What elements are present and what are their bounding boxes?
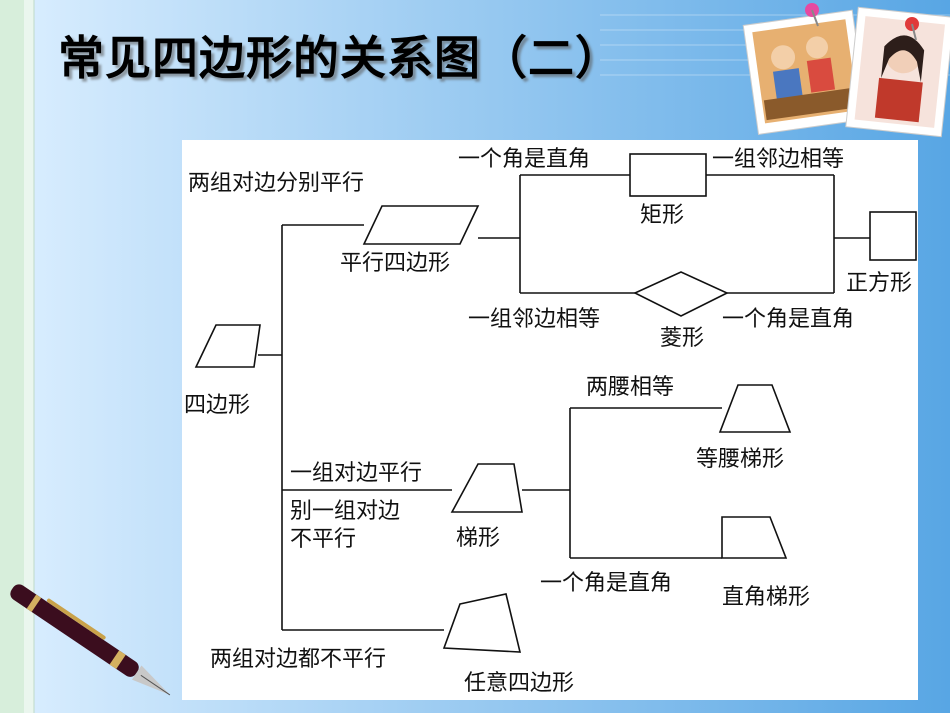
rectangle-shape — [629, 153, 707, 197]
pen-decoration — [10, 584, 171, 696]
label-other-pair-line2: 不平行 — [290, 527, 356, 552]
label-isosceles-trapezoid: 等腰梯形 — [696, 447, 784, 472]
label-two-pairs-parallel: 两组对边分别平行 — [188, 171, 364, 196]
parallelogram-shape — [362, 205, 480, 245]
label-one-right-angle-trap: 一个角是直角 — [540, 571, 672, 596]
diagram-panel: 两组对边分别平行 平行四边形 一个角是直角 矩形 一组邻边相等 正方形 一组邻边… — [182, 140, 918, 700]
label-adjacent-equal-top: 一组邻边相等 — [712, 147, 844, 172]
trapezoid-shape — [450, 463, 523, 513]
label-adjacent-equal-bottom: 一组邻边相等 — [468, 307, 600, 332]
rhombus-shape — [633, 271, 729, 317]
right-trapezoid-shape — [721, 516, 788, 559]
label-no-pair-parallel: 两组对边都不平行 — [210, 647, 386, 672]
page-title: 常见四边形的关系图（二） — [58, 31, 622, 85]
decorative-photos — [742, 3, 950, 138]
label-arbitrary-quadrilateral: 任意四边形 — [464, 671, 574, 696]
label-right-trapezoid: 直角梯形 — [722, 585, 810, 610]
arbitrary-quadrilateral-shape — [442, 593, 522, 653]
quadrilateral-shape — [194, 324, 261, 368]
isosceles-trapezoid-shape — [718, 384, 792, 433]
label-root-quadrilateral: 四边形 — [184, 393, 250, 418]
label-one-pair-parallel: 一组对边平行 — [290, 461, 422, 486]
label-rhombus: 菱形 — [660, 326, 704, 351]
label-one-right-angle-top: 一个角是直角 — [458, 147, 590, 172]
label-trapezoid: 梯形 — [456, 526, 500, 551]
square-shape — [869, 211, 917, 261]
label-square: 正方形 — [846, 271, 912, 296]
label-other-pair-line1: 别一组对边 — [290, 499, 400, 524]
label-rectangle: 矩形 — [640, 203, 684, 228]
label-legs-equal: 两腰相等 — [586, 375, 674, 400]
label-one-right-angle-rhombus: 一个角是直角 — [722, 307, 854, 332]
label-parallelogram: 平行四边形 — [340, 251, 450, 276]
quadrilateral-relationship-diagram: 两组对边分别平行 平行四边形 一个角是直角 矩形 一组邻边相等 正方形 一组邻边… — [184, 147, 917, 696]
